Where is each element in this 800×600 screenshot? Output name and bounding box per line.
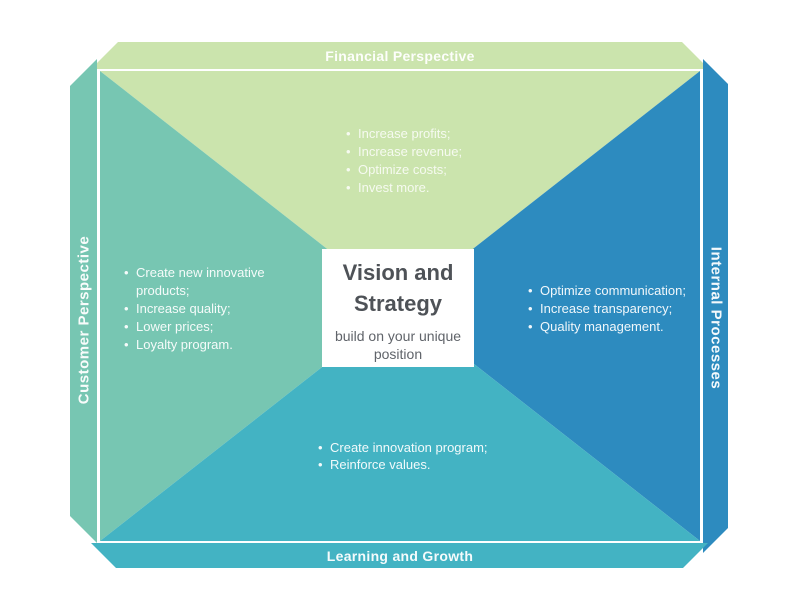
learning-quadrant-shape [100,306,700,541]
objective-text: Lower prices; [136,319,214,334]
financial-bar-shape [91,42,709,69]
learning-bar-shape [91,543,708,568]
objective-text: Quality management. [540,319,664,334]
vision-strategy-box: Vision and Strategy build on your unique… [322,249,474,367]
list-item: • Quality management. [528,318,738,336]
financial-quadrant-shape [100,71,700,306]
list-item: • Reinforce values. [318,456,548,473]
list-item: • Loyalty program. [124,336,292,354]
list-item: • Increase quality; [124,300,292,318]
objective-text: Increase quality; [136,301,231,316]
list-item: • Invest more. [346,179,546,197]
bullet-icon: • [346,144,351,159]
objective-text: Increase revenue; [358,144,463,159]
list-item: • Optimize costs; [346,161,546,179]
list-item: • Optimize communication; [528,282,738,300]
bullet-icon: • [346,126,351,141]
financial-objectives-list: • Increase profits; • Increase revenue; … [346,125,546,197]
objective-text: Loyalty program. [136,337,233,352]
customer-objectives-list: • Create new innovative products; • Incr… [124,264,292,354]
bullet-icon: • [346,162,351,177]
bullet-icon: • [318,440,323,455]
learning-objectives-list: • Create innovation program; • Reinforce… [318,439,548,473]
customer-quadrant-shape [100,71,400,541]
bullet-icon: • [528,283,533,298]
objective-text: Invest more. [358,180,430,195]
list-item: • Create innovation program; [318,439,548,456]
objective-text: Create innovation program; [330,440,488,455]
bullet-icon: • [124,301,129,316]
internal-quadrant-shape [400,71,700,541]
list-item: • Create new innovative products; [124,264,292,300]
internal-objectives-list: • Optimize communication; • Increase tra… [528,282,738,336]
financial-perspective-label: Financial Perspective [325,48,475,64]
vision-title: Vision and Strategy [342,260,454,316]
bullet-icon: • [318,457,323,472]
customer-perspective-label: Customer Perspective [75,235,93,405]
objective-text: Optimize communication; [540,283,686,298]
internal-bar-shape [703,59,728,553]
list-item: • Increase transparency; [528,300,738,318]
vision-subtitle: build on your unique position [334,328,462,362]
objective-text: Optimize costs; [358,162,447,177]
objective-text: Increase profits; [358,126,451,141]
objective-text: Reinforce values. [330,457,431,472]
bullet-icon: • [124,265,129,280]
bullet-icon: • [528,319,533,334]
list-item: • Lower prices; [124,318,292,336]
list-item: • Increase revenue; [346,143,546,161]
customer-bar-shape [70,59,97,543]
bullet-icon: • [346,180,351,195]
bullet-icon: • [124,319,129,334]
objective-text: Create new innovative products; [136,265,265,298]
learning-growth-label: Learning and Growth [326,548,474,564]
bullet-icon: • [528,301,533,316]
list-item: • Increase profits; [346,125,546,143]
bullet-icon: • [124,337,129,352]
objective-text: Increase transparency; [540,301,673,316]
